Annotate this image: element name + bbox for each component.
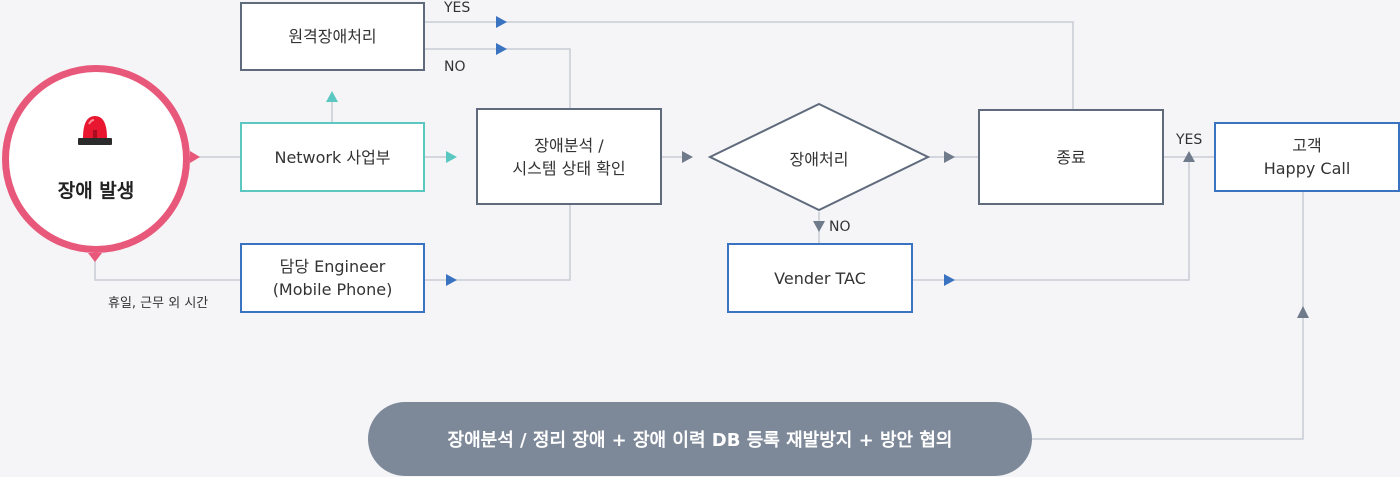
network-division-label: Network 사업부	[274, 147, 391, 167]
siren-icon	[78, 116, 112, 145]
arrow-followup-up	[1297, 306, 1309, 318]
remote-handling-box: 원격장애처리	[240, 2, 425, 71]
connector-remote-yes	[425, 21, 1074, 110]
incident-start-circle	[2, 65, 190, 253]
arrow-decision-vendor	[813, 221, 825, 232]
engineer-label-line2: (Mobile Phone)	[272, 280, 393, 299]
happy-call-label-line2: Happy Call	[1263, 159, 1351, 178]
end-label: 종료	[1056, 147, 1086, 167]
connector-start-engineer	[94, 258, 240, 281]
arrow-vendor-happy	[944, 274, 955, 286]
decision-diamond	[707, 102, 931, 212]
arrow-remote-yes	[496, 16, 507, 28]
arrow-remote-no	[496, 43, 507, 55]
decision-label: 장애처리	[789, 150, 849, 169]
engineer-box: 담당 Engineer (Mobile Phone)	[240, 243, 425, 313]
connector-followup-happy	[1032, 192, 1304, 440]
analysis-box: 장애분석 / 시스템 상태 확인	[476, 108, 662, 205]
arrow-up-merge	[1183, 151, 1195, 162]
connector-engineer-analysis	[425, 205, 571, 281]
vendor-tac-box: Vender TAC	[727, 243, 913, 313]
arrow-decision-end	[944, 151, 955, 163]
happy-call-label-line1: 고객	[1292, 136, 1322, 155]
edge-label-yes-top: YES	[444, 0, 471, 16]
edge-label-yes-end: YES	[1176, 132, 1203, 148]
analysis-label-line1: 장애분석 /	[534, 135, 604, 155]
followup-label: 장애분석 / 정리 장애 + 장애 이력 DB 등록 재발방지 + 방안 협의	[447, 430, 953, 451]
happy-call-box: 고객 Happy Call	[1214, 122, 1400, 192]
vendor-tac-label: Vender TAC	[774, 268, 866, 288]
connector-remote-no	[425, 48, 571, 110]
edge-label-no-decision: NO	[829, 219, 851, 235]
arrow-engineer-analysis	[446, 274, 457, 286]
end-box: 종료	[978, 109, 1164, 205]
arrow-up-remote	[326, 91, 338, 102]
connector-vendor-happy	[911, 157, 1190, 281]
start-pointer-down	[88, 253, 102, 262]
engineer-label-line1: 담당 Engineer	[279, 257, 386, 276]
network-division-box: Network 사업부	[240, 122, 425, 192]
off-hours-label: 휴일, 근무 외 시간	[108, 296, 209, 311]
remote-handling-label: 원격장애처리	[288, 27, 377, 46]
arrow-network-analysis	[446, 151, 457, 163]
start-pointer-right	[190, 151, 200, 163]
analysis-label-line2: 시스템 상태 확인	[512, 158, 626, 178]
edge-label-no-top: NO	[444, 59, 466, 75]
incident-start-label: 장애 발생	[57, 180, 135, 202]
arrow-analysis-decision	[682, 151, 693, 163]
followup-pill: 장애분석 / 정리 장애 + 장애 이력 DB 등록 재발방지 + 방안 협의	[368, 402, 1032, 476]
